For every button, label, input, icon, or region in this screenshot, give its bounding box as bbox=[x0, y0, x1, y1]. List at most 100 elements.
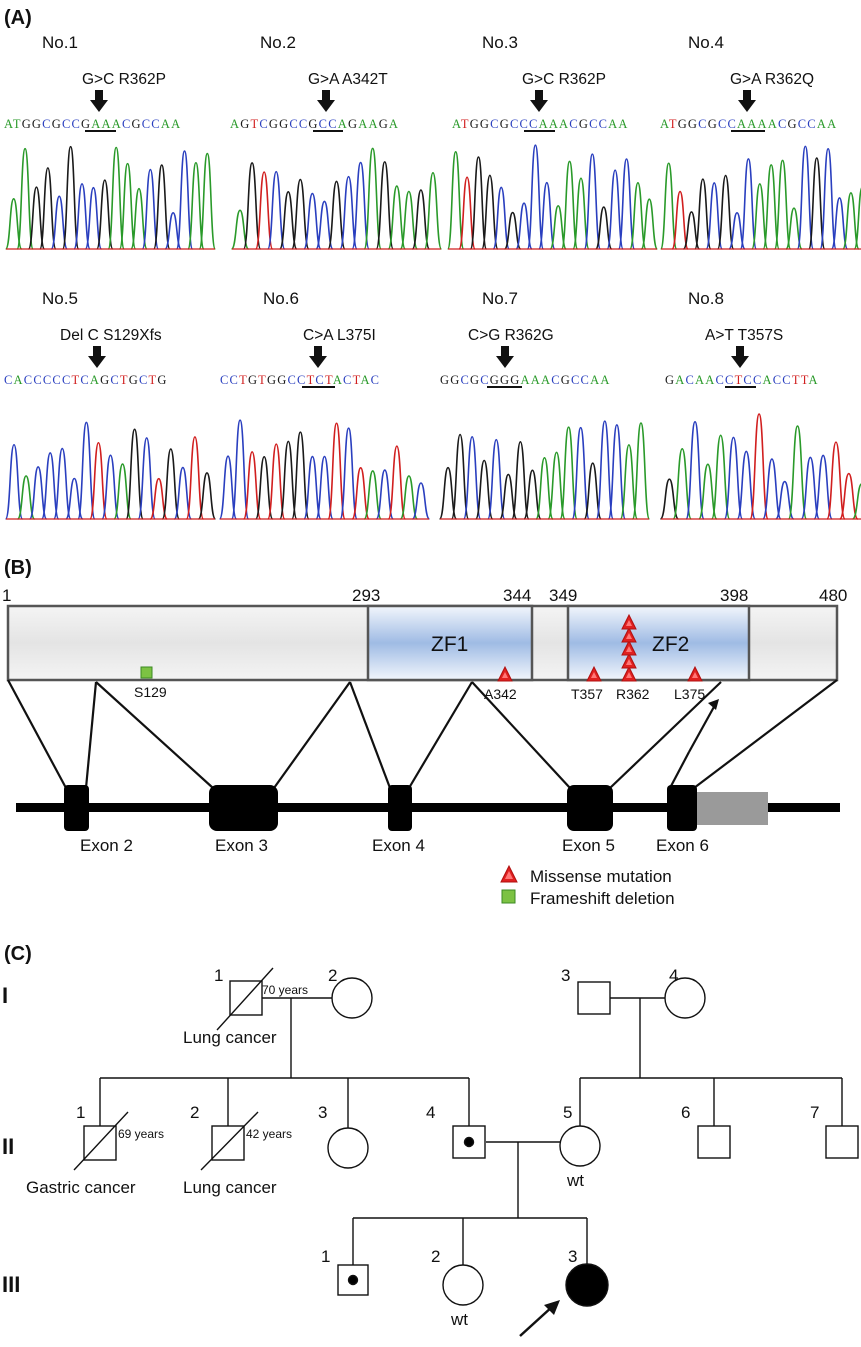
generation-III: III bbox=[2, 1272, 20, 1297]
position-293: 293 bbox=[352, 586, 380, 605]
trace-2-peak bbox=[254, 171, 274, 250]
trace-8-peak bbox=[851, 483, 861, 520]
missense-marker-r362-1 bbox=[621, 665, 637, 682]
trace-4-peak bbox=[671, 190, 689, 250]
trace-8-peak bbox=[749, 413, 769, 520]
trace-4-peak bbox=[739, 158, 758, 250]
II-6-number: 6 bbox=[681, 1103, 690, 1122]
I-4-number: 4 bbox=[669, 966, 678, 985]
trace-1-peak bbox=[152, 164, 171, 250]
legend-missense-label: Missense mutation bbox=[530, 867, 672, 886]
trace-2-peak bbox=[375, 161, 394, 250]
III-2-female bbox=[442, 1264, 484, 1306]
trace-1-peak bbox=[16, 147, 34, 250]
missense-marker-t357 bbox=[586, 665, 602, 682]
missense-marker-a342 bbox=[497, 665, 513, 682]
trace-5-mutation: Del C S129Xfs bbox=[60, 327, 162, 344]
trace-8-peak bbox=[685, 420, 705, 520]
pedigree-labels: 1 70 years Lung cancer 2 3 4 1 69 years … bbox=[26, 966, 819, 1329]
trace-3-peak bbox=[481, 174, 499, 250]
exon-6-label: Exon 6 bbox=[656, 836, 709, 855]
trace-6-peak bbox=[363, 470, 382, 520]
exon-2-label: Exon 2 bbox=[80, 836, 133, 855]
trace-2-peak bbox=[242, 162, 262, 250]
trace-7-peak bbox=[595, 420, 615, 520]
trace-6-peak bbox=[315, 455, 334, 520]
exon-5-label: Exon 5 bbox=[562, 836, 615, 855]
I-3-number: 3 bbox=[561, 966, 570, 985]
gene-backbone bbox=[16, 803, 840, 812]
trace-5-peak bbox=[89, 441, 108, 520]
trace-2-peak bbox=[399, 190, 419, 250]
trace-7-peak bbox=[523, 469, 542, 520]
II-1-number: 1 bbox=[76, 1103, 85, 1122]
II-4-carrier-dot bbox=[463, 1136, 475, 1148]
trace-1-peak bbox=[107, 146, 125, 250]
II-1-diagnosis: Gastric cancer bbox=[26, 1178, 136, 1197]
trace-6-mutation: C>A L375I bbox=[303, 327, 376, 344]
generation-I: I bbox=[2, 983, 8, 1008]
trace-8-arrow bbox=[731, 346, 749, 368]
I-1-diagnosis: Lung cancer bbox=[183, 1028, 277, 1047]
zf2-domain bbox=[566, 604, 751, 682]
trace-8-peak bbox=[710, 434, 731, 520]
trace-1-peak bbox=[84, 186, 103, 250]
trace-8-peak bbox=[787, 425, 808, 520]
trace-2-peak bbox=[327, 180, 346, 250]
trace-4-peak bbox=[819, 148, 837, 250]
missense-marker-r362-4 bbox=[621, 626, 637, 643]
trace-2-peak bbox=[387, 185, 407, 250]
trace-2-peak bbox=[411, 189, 431, 250]
zf2-label: ZF2 bbox=[652, 633, 689, 656]
trace-3-peak bbox=[606, 169, 624, 250]
trace-3-peak bbox=[583, 153, 602, 250]
pedigree-lines bbox=[99, 997, 843, 1265]
trace-6-peak bbox=[399, 475, 419, 520]
trace-1-peak bbox=[27, 186, 46, 250]
trace-2-sequence: AGTCGGCCGCCAGAAGA bbox=[230, 117, 399, 131]
pedigree-individuals bbox=[73, 967, 859, 1307]
trace-5-peak bbox=[101, 454, 120, 520]
trace-8-peak bbox=[813, 454, 833, 520]
III-3-number: 3 bbox=[568, 1247, 577, 1266]
trace-4-peak bbox=[773, 159, 792, 250]
legend-frameshift-label: Frameshift deletion bbox=[530, 889, 675, 908]
trace-2-peak bbox=[423, 172, 443, 250]
position-480: 480 bbox=[819, 586, 847, 605]
II-3-number: 3 bbox=[318, 1103, 327, 1122]
trace-5-peak bbox=[161, 448, 181, 520]
trace-8-peak bbox=[698, 463, 718, 520]
trace-3-peak bbox=[458, 176, 476, 250]
trace-5-peak bbox=[4, 443, 24, 520]
trace-3-peak bbox=[572, 177, 590, 250]
I-1-age: 70 years bbox=[262, 983, 308, 997]
trace-3-peak bbox=[492, 186, 511, 250]
trace-1-peak bbox=[73, 183, 91, 250]
trace-2-peak bbox=[351, 161, 370, 250]
II-2-diagnosis: Lung cancer bbox=[183, 1178, 277, 1197]
trace-4-peak bbox=[796, 145, 815, 250]
site-t357: T357 bbox=[571, 686, 603, 702]
trace-4-peak bbox=[853, 187, 861, 250]
trace-8-mutation: A>T T357S bbox=[705, 327, 783, 344]
trace-6-peak bbox=[411, 482, 431, 520]
II-1-deceased-mark bbox=[73, 1111, 129, 1171]
site-a342: A342 bbox=[484, 686, 517, 702]
trace-2-peak bbox=[279, 191, 298, 250]
exon-2 bbox=[64, 785, 89, 831]
trace-5-peak bbox=[137, 437, 156, 520]
l375-pointer-head bbox=[708, 699, 719, 710]
trace-6-peak bbox=[303, 455, 322, 520]
position-344: 344 bbox=[503, 586, 531, 605]
trace-2-peak bbox=[339, 175, 358, 250]
trace-3-peak bbox=[526, 144, 545, 250]
trace-7-peak bbox=[619, 444, 639, 520]
I-2-number: 2 bbox=[328, 966, 337, 985]
trace-1-arrow bbox=[90, 90, 108, 112]
trace-3-peak bbox=[446, 150, 465, 250]
trace-3-peak bbox=[469, 156, 488, 250]
trace-8-peak bbox=[826, 441, 846, 520]
trace-7-sequence: GGCGCGGGAAACGCCAA bbox=[440, 373, 611, 387]
trace-7-arrow bbox=[496, 346, 514, 368]
trace-4-peak bbox=[807, 157, 826, 250]
